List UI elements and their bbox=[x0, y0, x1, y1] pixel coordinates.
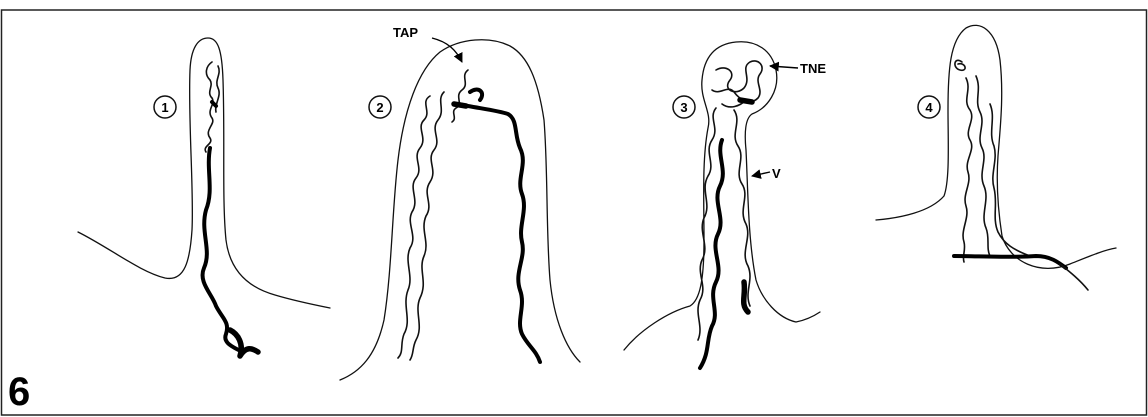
tap-label: TAP bbox=[393, 25, 418, 40]
panel-4-vessel-loop bbox=[955, 60, 965, 70]
panel-1-number: 1 bbox=[161, 100, 168, 115]
panel-4-drawing bbox=[876, 25, 1116, 290]
panel-1-drawing bbox=[78, 38, 330, 356]
panel-2-vessel-left-a bbox=[398, 96, 430, 358]
panel-1-vessel-thick bbox=[203, 148, 242, 352]
panel-4-outline bbox=[876, 25, 1116, 268]
panel-4-vessel-b bbox=[976, 76, 990, 256]
panel-4-vessel-thick bbox=[954, 256, 1066, 268]
panel-3-tangle-dark bbox=[740, 100, 752, 102]
panel-3-vessel-thin-right bbox=[734, 110, 750, 306]
figure-number: 6 bbox=[8, 370, 30, 414]
tap-arrow bbox=[432, 38, 462, 62]
panel-3-tangle bbox=[712, 61, 762, 102]
panel-3-vessel-thick-b bbox=[744, 282, 748, 312]
panel-2-vessel-mid bbox=[470, 90, 482, 100]
panel-2-vessel-top-loop bbox=[452, 70, 468, 122]
panel-3-number-badge: 3 bbox=[673, 96, 695, 118]
panel-4-vessel-c bbox=[990, 104, 1030, 256]
panel-2-number: 2 bbox=[376, 100, 383, 115]
panel-1-number-badge: 1 bbox=[154, 96, 176, 118]
panel-1-vessel-branch bbox=[230, 330, 258, 356]
panel-4-number: 4 bbox=[925, 100, 933, 115]
v-label: V bbox=[772, 166, 781, 181]
panel-3-number: 3 bbox=[680, 100, 687, 115]
panel-4-vessel-a bbox=[963, 78, 972, 262]
panel-1-vessel-blob bbox=[212, 102, 216, 106]
v-arrow bbox=[752, 172, 770, 176]
panel-2-vessel-thick-top bbox=[454, 104, 466, 106]
panel-2-drawing bbox=[340, 40, 580, 380]
panel-2-vessel-left-b bbox=[410, 92, 444, 360]
panel-4-vessel-branch bbox=[1060, 264, 1088, 290]
panel-2-vessel-thick bbox=[458, 104, 540, 362]
tne-arrow bbox=[770, 66, 798, 68]
panel-4-number-badge: 4 bbox=[918, 96, 940, 118]
panel-3-outline bbox=[624, 42, 820, 350]
tne-label: TNE bbox=[800, 61, 826, 76]
panel-1-vessel-thin bbox=[205, 62, 213, 152]
panel-3-drawing bbox=[624, 42, 820, 368]
panel-2-number-badge: 2 bbox=[369, 96, 391, 118]
